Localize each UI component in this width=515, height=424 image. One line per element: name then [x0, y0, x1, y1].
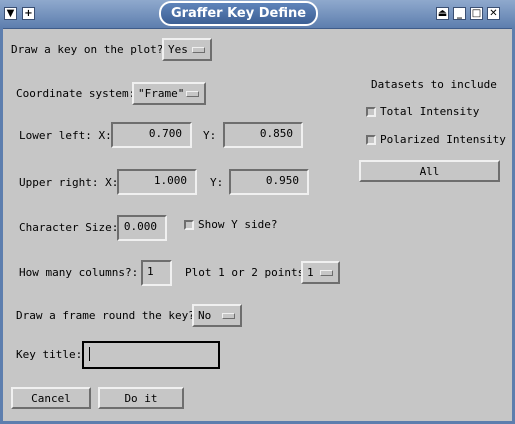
upper-right-y-label: Y:: [210, 176, 224, 189]
shade-icon[interactable]: ⏏: [436, 7, 449, 20]
window-border-bottom: [0, 421, 515, 424]
stick-icon[interactable]: +: [22, 7, 35, 20]
window-border-left: [0, 28, 3, 424]
coordinate-system-label: Coordinate system:: [16, 87, 136, 100]
frame-round-value: No: [198, 309, 212, 322]
cancel-button[interactable]: Cancel: [11, 387, 91, 409]
columns-label: How many columns?:: [19, 266, 139, 279]
lower-left-y-label: Y:: [203, 129, 217, 142]
maximize-icon[interactable]: □: [470, 7, 483, 20]
window-title: Graffer Key Define: [159, 1, 318, 26]
char-size-label: Character Size:: [19, 221, 119, 234]
dataset-label-polarized-intensity: Polarized Intensity: [380, 133, 506, 146]
key-title-input[interactable]: [82, 341, 220, 369]
text-cursor: [89, 347, 90, 361]
dataset-label-total-intensity: Total Intensity: [380, 105, 480, 118]
option-indicator-icon: [320, 269, 333, 276]
window-titlebar[interactable]: ▼ + Graffer Key Define ⏏ _ □ ✕: [0, 0, 515, 29]
window-border-right: [512, 28, 515, 424]
show-y-checkbox[interactable]: [184, 220, 194, 230]
minimize-icon[interactable]: _: [453, 7, 466, 20]
option-indicator-icon: [192, 46, 205, 53]
upper-right-y-input[interactable]: 0.950: [229, 169, 309, 195]
cancel-button-label: Cancel: [31, 391, 71, 405]
frame-round-menu[interactable]: No: [192, 304, 242, 327]
do-it-button[interactable]: Do it: [98, 387, 184, 409]
show-y-label: Show Y side?: [198, 218, 278, 231]
points-menu[interactable]: 1: [301, 261, 340, 284]
do-it-button-label: Do it: [124, 391, 158, 405]
columns-input[interactable]: 1: [141, 260, 172, 286]
option-indicator-icon: [222, 312, 235, 319]
frame-round-label: Draw a frame round the key?:: [16, 309, 202, 322]
datasets-all-button[interactable]: All: [359, 160, 500, 182]
dataset-checkbox-total-intensity[interactable]: [366, 107, 376, 117]
close-icon[interactable]: ✕: [487, 7, 500, 20]
draw-key-menu[interactable]: Yes: [162, 38, 212, 61]
datasets-header: Datasets to include: [371, 78, 497, 91]
draw-key-value: Yes: [168, 43, 188, 56]
coordinate-system-value: "Frame": [138, 87, 185, 100]
lower-left-x-input[interactable]: 0.700: [111, 122, 192, 148]
points-value: 1: [307, 266, 314, 279]
option-indicator-icon: [186, 90, 199, 97]
dataset-checkbox-polarized-intensity[interactable]: [366, 135, 376, 145]
lower-left-y-input[interactable]: 0.850: [223, 122, 303, 148]
lower-left-label: Lower left: X:: [19, 129, 112, 142]
draw-key-label: Draw a key on the plot?:: [11, 43, 170, 56]
char-size-input[interactable]: 0.000: [117, 215, 167, 241]
upper-right-x-input[interactable]: 1.000: [117, 169, 197, 195]
all-button-label: All: [419, 164, 440, 178]
window-menu-icon[interactable]: ▼: [4, 7, 17, 20]
upper-right-label: Upper right: X:: [19, 176, 119, 189]
key-title-label: Key title:: [16, 348, 83, 361]
points-label: Plot 1 or 2 points: [185, 266, 305, 279]
coordinate-system-menu[interactable]: "Frame": [132, 82, 206, 105]
